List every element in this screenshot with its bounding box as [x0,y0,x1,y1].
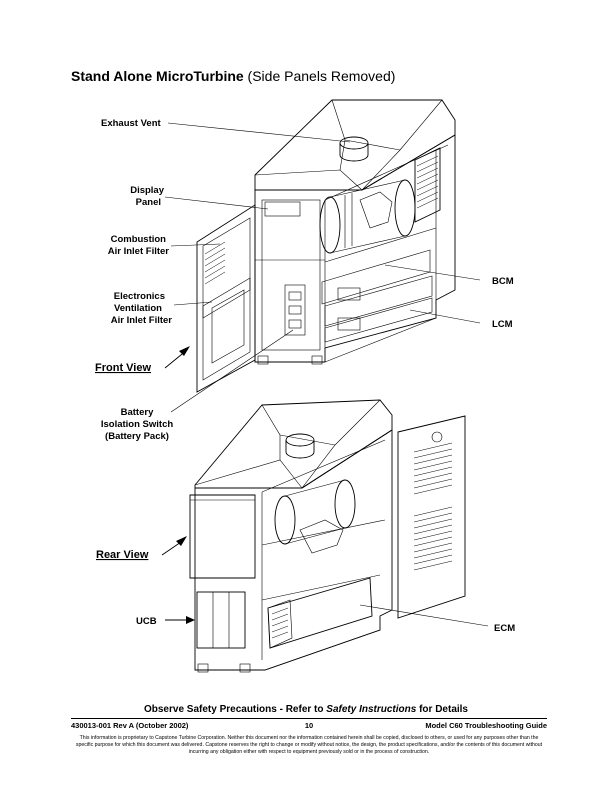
safety-prefix: Observe Safety Precautions - Refer to [143,704,327,715]
page-title-bold: Stand Alone MicroTurbine [71,68,244,84]
label-display-panel-line1: Display [130,185,165,196]
footer-page-number: 10 [304,721,314,730]
rear-view-leaders [161,536,489,627]
safety-instructions-ref: Safety Instructions [326,704,417,715]
footer-guide-title: Model C60 Troubleshooting Guide [425,721,547,730]
label-combustion-line1: Combustion [111,234,167,245]
rear-view-drawing [189,399,466,673]
safety-suffix: for Details [416,704,468,715]
footer-legal-notice: This information is proprietary to Capst… [75,735,543,755]
front-view-drawing [196,99,456,393]
safety-notice: Observe Safety Precautions - Refer to Sa… [0,704,612,715]
footer-doc-number: 430013-001 Rev A (October 2002) [71,721,189,730]
label-bcm: BCM [492,276,514,287]
label-display-panel-line2: Panel [136,197,161,208]
page-title-suffix: (Side Panels Removed) [243,68,396,84]
label-combustion-line2: Air Inlet Filter [108,246,170,257]
rear-door-louvres-upper [413,442,453,495]
front-view-leaders [164,122,481,413]
label-exhaust-vent: Exhaust Vent [101,118,161,129]
label-ecm: ECM [494,623,515,634]
combustion-filter-louvres [204,241,226,285]
label-lcm: LCM [492,319,513,330]
label-battery-line1: Battery [121,407,154,418]
footer-divider [71,718,547,719]
label-electronics-line1: Electronics [114,291,165,302]
ecm-grille [271,607,289,639]
label-rear-view: Rear View [96,549,149,561]
rear-door-louvres-lower [413,506,453,571]
page-title: Stand Alone MicroTurbine (Side Panels Re… [71,68,395,84]
label-electronics-line2: Ventilation [114,303,162,314]
microturbine-illustration: Exhaust Vent Display Panel Combustion Ai… [95,99,515,673]
label-electronics-line3: Air Inlet Filter [111,315,173,326]
label-battery-line3: (Battery Pack) [105,431,169,442]
label-front-view: Front View [95,362,151,374]
label-ucb: UCB [136,616,157,627]
side-louvres [416,155,439,209]
label-battery-line2: Isolation Switch [101,419,174,430]
